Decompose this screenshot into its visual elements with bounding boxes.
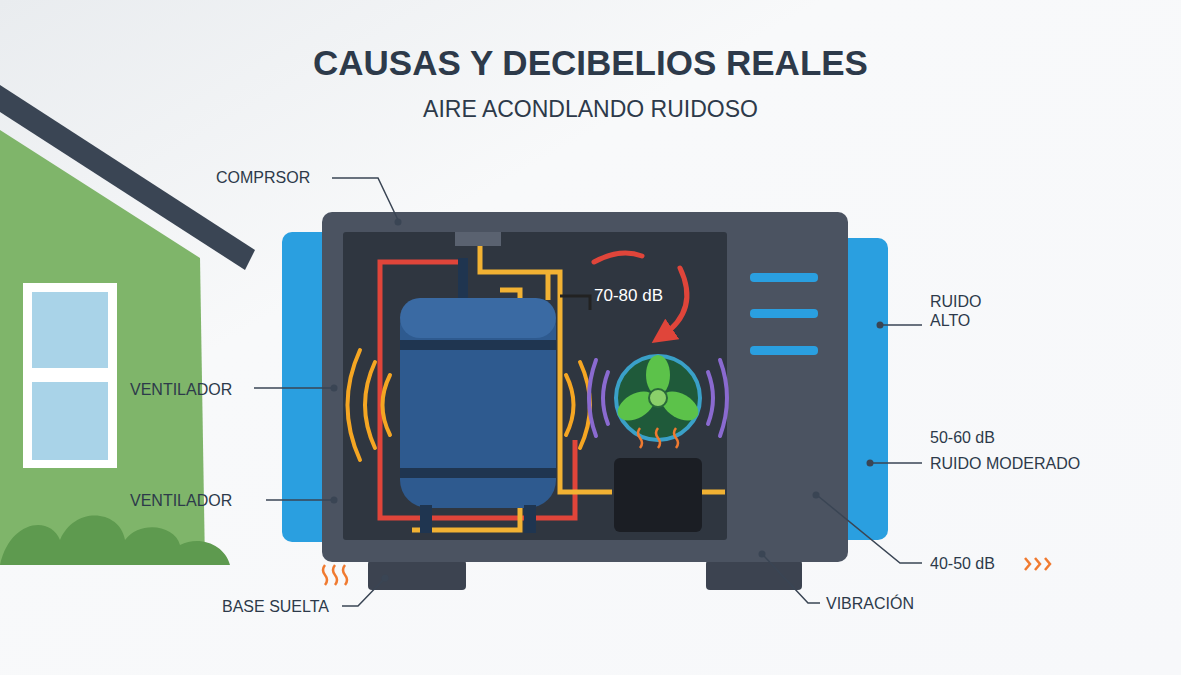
- decibel-label: 70-80 dB: [594, 286, 663, 306]
- heat-marks: [638, 428, 678, 448]
- unit-housing: [322, 212, 848, 562]
- noise-level-label: RUIDO MODERADO: [930, 454, 1080, 473]
- fan-hub: [649, 389, 667, 407]
- part-label: COMPRSOR: [216, 168, 310, 187]
- noise-level-label: RUIDO ALTO: [930, 292, 1010, 330]
- unit-foot: [706, 560, 802, 590]
- compressor-leg: [524, 505, 536, 533]
- unit-interior: [343, 232, 727, 540]
- part-label: BASE SUELTA: [222, 597, 329, 616]
- window-frame: [23, 283, 117, 468]
- sound-waves: [589, 360, 727, 436]
- pipe: [560, 296, 590, 310]
- pipe-port: [455, 232, 501, 246]
- refrigerant-pipe: [380, 262, 575, 518]
- red-arrow: [662, 268, 687, 336]
- unit-foot: [368, 560, 466, 590]
- compressor-pipe: [458, 258, 468, 298]
- compressor-top: [400, 298, 556, 338]
- vent-slot: [750, 346, 818, 355]
- refrigerant-pipe: [702, 490, 725, 495]
- vent-slot: [750, 273, 818, 282]
- fan-blades: [613, 355, 704, 426]
- red-arrow: [594, 253, 642, 262]
- compressor: [400, 298, 556, 508]
- title: CAUSAS Y DECIBELIOS REALES: [0, 42, 1181, 84]
- vent-slot: [750, 309, 818, 318]
- part-label: VIBRACIÓN: [826, 594, 914, 613]
- sound-waves: [348, 350, 591, 460]
- leader-lines: [254, 178, 922, 606]
- decibel-label: 50-60 dB: [930, 428, 995, 447]
- compressor-leg: [420, 505, 432, 533]
- bushes: [0, 516, 230, 565]
- window-pane: [32, 382, 108, 460]
- subtitle: AIRE ACONDLANDO RUIDOSO: [0, 96, 1181, 124]
- compressor-band: [400, 468, 556, 478]
- decibel-label: 40-50 dB: [930, 554, 995, 573]
- compressor-band: [400, 340, 556, 350]
- part-label: VENTILADOR: [130, 380, 232, 399]
- window-pane: [32, 292, 108, 368]
- part-label: VENTILADOR: [130, 491, 232, 510]
- leader-dots: [331, 219, 884, 582]
- motor-box: [614, 458, 702, 532]
